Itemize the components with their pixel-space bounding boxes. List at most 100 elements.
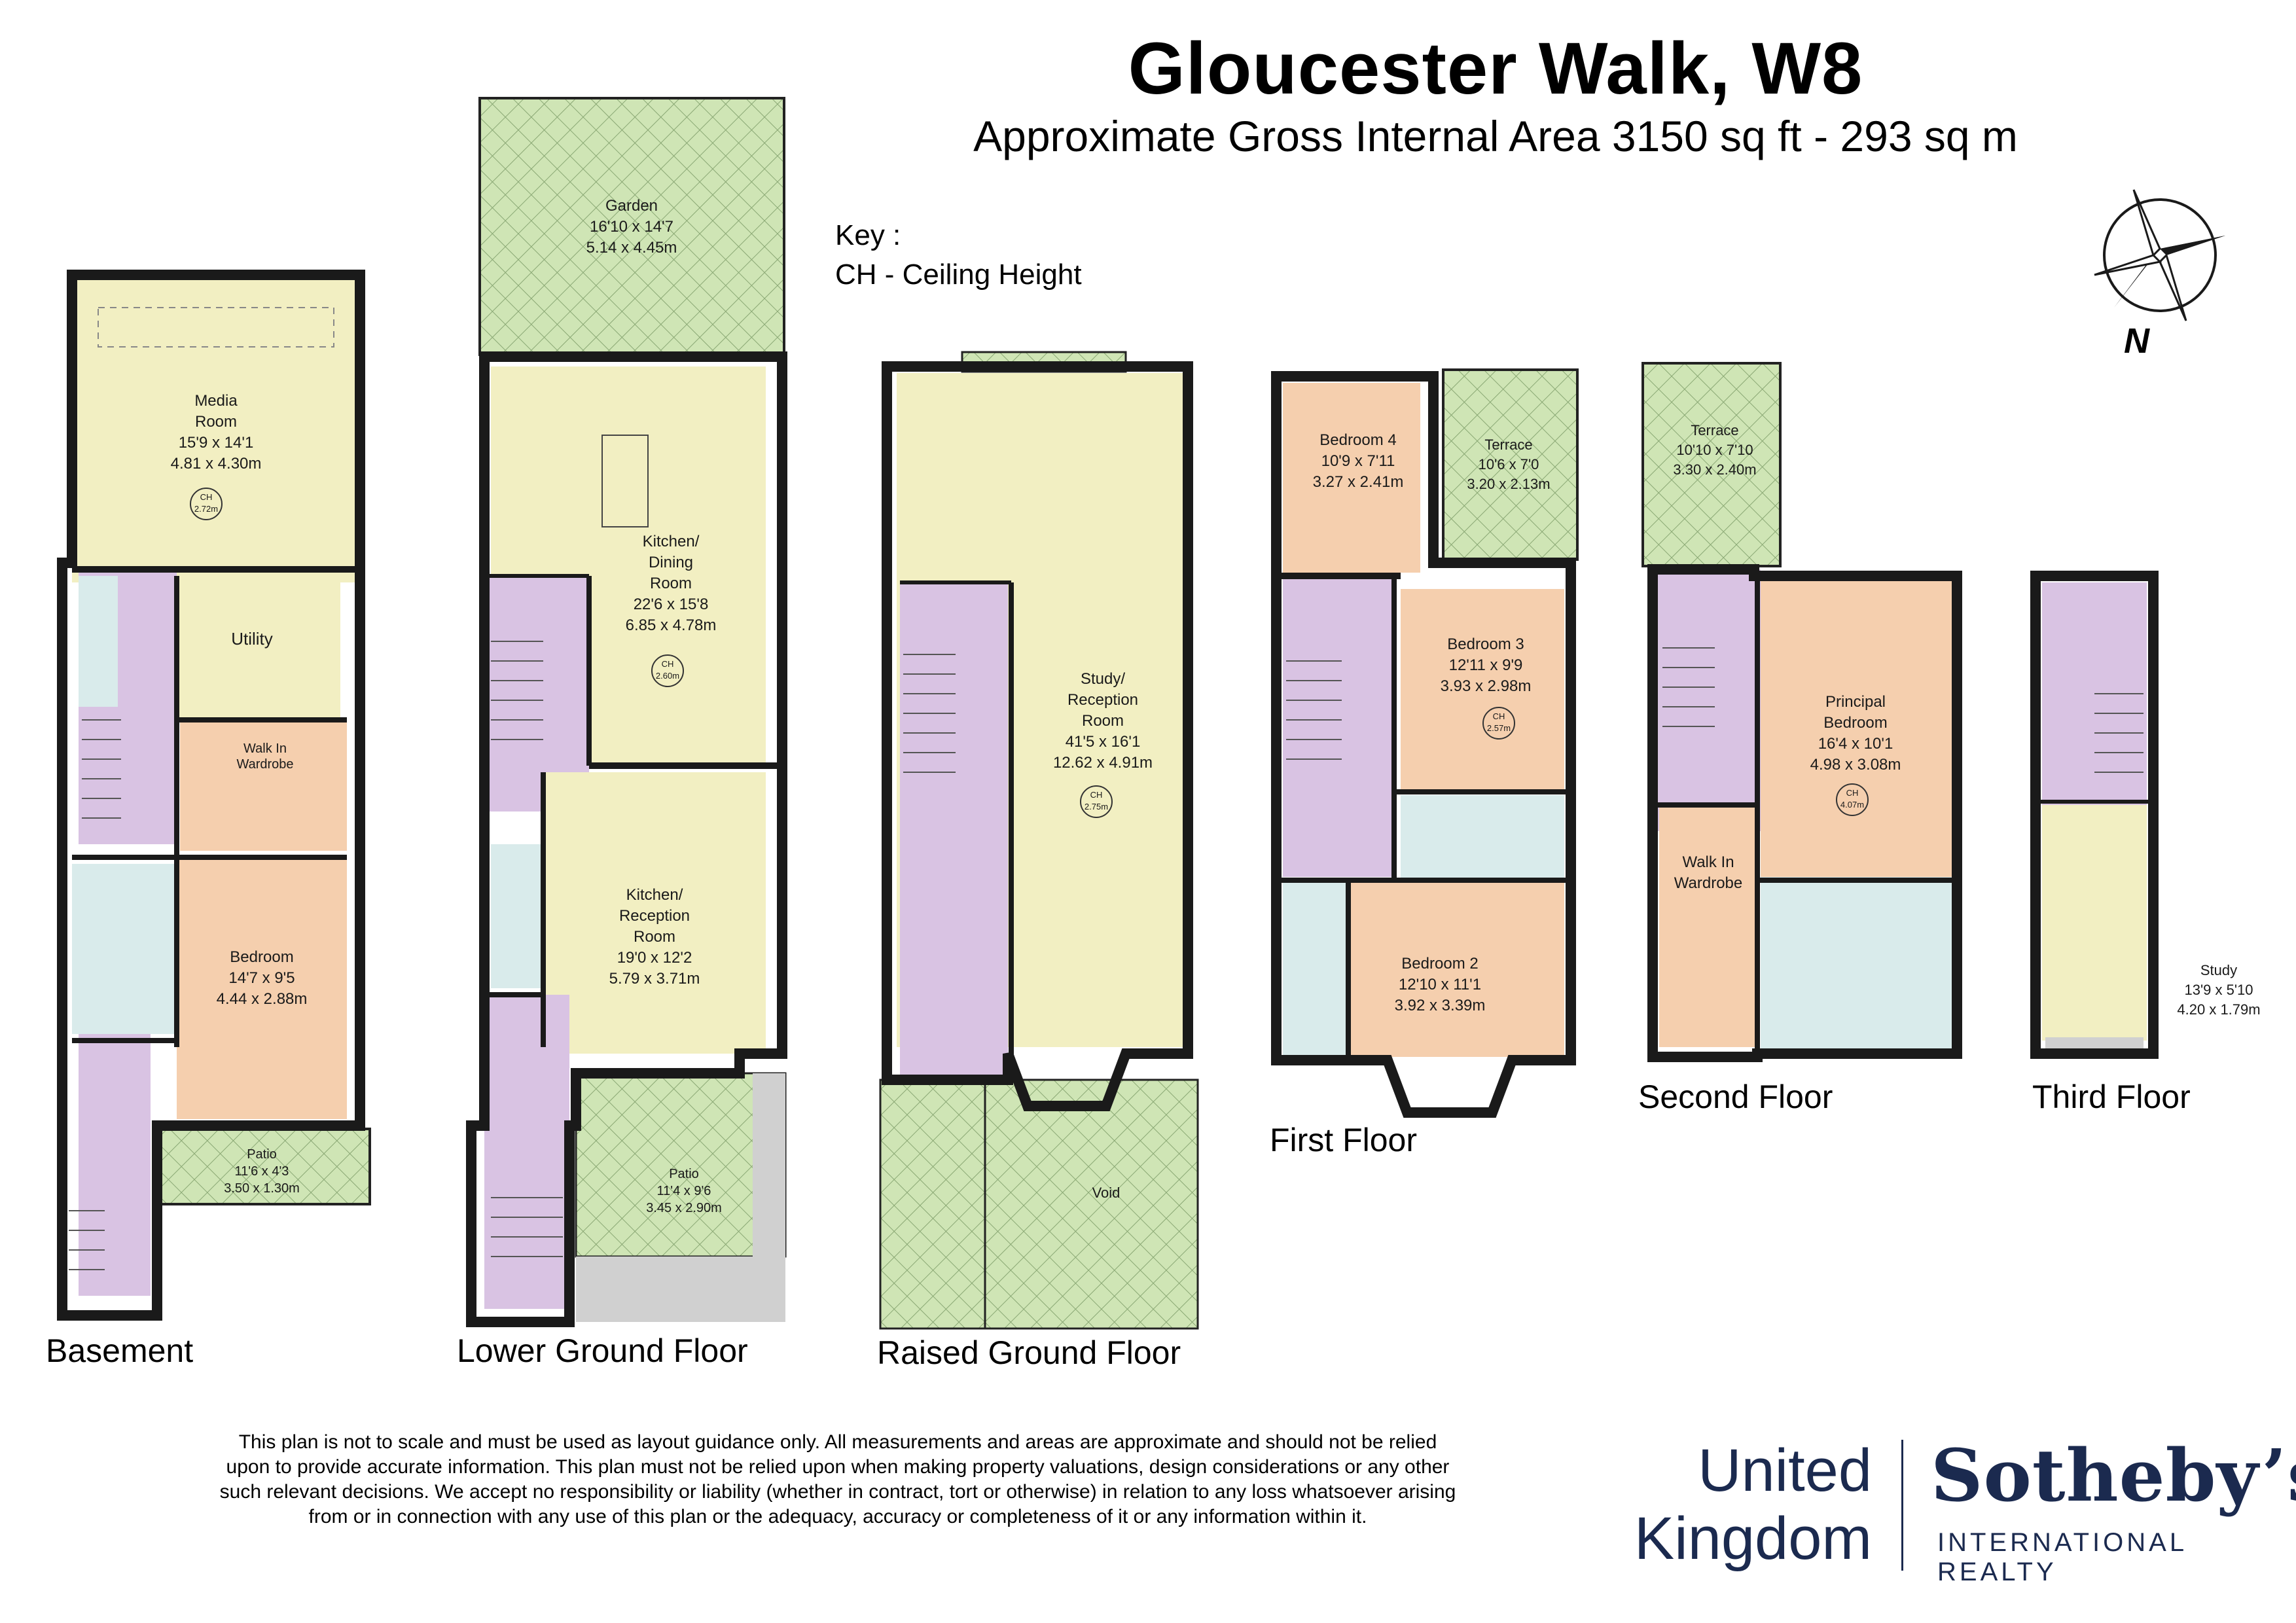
- bedroom-3-name: Bedroom 3: [1447, 635, 1524, 653]
- study-reception-imperial: 41'5 x 16'1: [1066, 733, 1141, 751]
- terrace-first-imperial: 10'6 x 7'0: [1479, 456, 1539, 473]
- patio-b-imperial: 11'6 x 4'3: [235, 1164, 289, 1179]
- media-ch-value: 2.72m: [194, 504, 218, 514]
- basement-bathroom-area: [72, 864, 177, 1034]
- bedroom-2-metric: 3.92 x 3.39m: [1395, 997, 1486, 1014]
- basement-bedroom-area: [177, 857, 347, 1119]
- garden-imperial: 16'10 x 14'7: [590, 218, 673, 236]
- brand-logo-name: Sotheby’s: [1931, 1433, 2296, 1518]
- compass-rose: [2094, 189, 2225, 321]
- principal-bedroom-name: Principal: [1825, 693, 1886, 711]
- floor-label-lower-ground: Lower Ground Floor: [457, 1332, 748, 1369]
- second-hall-area: [1656, 569, 1761, 831]
- study-reception-name-2: Reception: [1067, 691, 1138, 709]
- study-third-metric: 4.20 x 1.79m: [2177, 1001, 2260, 1018]
- kitchen-reception-name-2: Reception: [619, 907, 690, 925]
- principal-bedroom-metric: 4.98 x 3.08m: [1810, 756, 1901, 774]
- bedroom-4-metric: 3.27 x 2.41m: [1313, 473, 1404, 491]
- study-third-imperial: 13'9 x 5'10: [2184, 982, 2253, 998]
- study-reception-name: Study/: [1081, 670, 1125, 688]
- media-room-metric: 4.81 x 4.30m: [171, 455, 262, 473]
- study-reception-metric: 12.62 x 4.91m: [1053, 754, 1153, 772]
- compass-north-label: N: [2124, 321, 2149, 361]
- walk-in-wardrobe-2-name: Walk In: [1682, 853, 1734, 871]
- kitchen-dining-ch-prefix: CH: [662, 659, 674, 669]
- terrace-second-name: Terrace: [1691, 422, 1738, 438]
- bedroom-2-name: Bedroom 2: [1401, 955, 1478, 972]
- bedroom-4-area: [1283, 383, 1420, 573]
- floor-label-second: Second Floor: [1638, 1079, 1833, 1115]
- principal-bedroom-area: [1761, 579, 1954, 877]
- second-floor-plan: [1641, 362, 1962, 1062]
- bedroom-3-imperial: 12'11 x 9'9: [1449, 656, 1523, 674]
- kitchen-dining-ch-value: 2.60m: [656, 671, 679, 681]
- page-title: Gloucester Walk, W8: [1128, 27, 1863, 109]
- media-room-imperial: 15'9 x 14'1: [179, 434, 254, 452]
- kitchen-reception-area: [543, 772, 766, 1054]
- brand-tagline: INTERNATIONAL REALTY: [1937, 1528, 2187, 1586]
- kitchen-dining-imperial: 22'6 x 15'8: [634, 596, 709, 613]
- bedroom-4-imperial: 10'9 x 7'11: [1321, 452, 1395, 470]
- study-reception-ch-value: 2.75m: [1085, 802, 1108, 812]
- principal-bathroom-area: [1761, 877, 1954, 1054]
- first-bathroom-area: [1401, 795, 1564, 893]
- gross-area-subtitle: Approximate Gross Internal Area 3150 sq …: [973, 112, 2018, 160]
- principal-bedroom-name-2: Bedroom: [1823, 714, 1887, 732]
- kitchen-dining-name-2: Dining: [649, 554, 693, 571]
- key-item-ceiling-height: CH - Ceiling Height: [835, 259, 1082, 291]
- media-room-area: [72, 275, 360, 582]
- principal-ch-prefix: CH: [1846, 788, 1859, 798]
- third-study-area: [2042, 805, 2147, 1041]
- first-floor-plan: [1271, 368, 1579, 1118]
- patio-b-name: Patio: [247, 1147, 277, 1162]
- bedroom-2-imperial: 12'10 x 11'1: [1399, 976, 1481, 993]
- brand-region-line-2: Kingdom: [1634, 1505, 1872, 1572]
- garden-area: [478, 97, 785, 356]
- lower-ground-plan: [466, 97, 787, 1327]
- walk-in-wardrobe-b-name: Walk In: [243, 741, 287, 756]
- key-legend: Key : CH - Ceiling Height: [835, 216, 1082, 294]
- disclaimer-text: This plan is not to scale and must be us…: [219, 1431, 1456, 1527]
- key-title: Key :: [835, 219, 901, 251]
- study-reception-ch-prefix: CH: [1090, 790, 1103, 800]
- floor-label-basement: Basement: [46, 1332, 194, 1369]
- kitchen-reception-imperial: 19'0 x 12'2: [617, 949, 692, 967]
- raised-ground-plan: [879, 351, 1199, 1330]
- patio-lg-name: Patio: [669, 1167, 699, 1181]
- walk-in-wardrobe-b-name-2: Wardrobe: [236, 757, 293, 772]
- principal-bedroom-imperial: 16'4 x 10'1: [1818, 735, 1893, 753]
- brand-region: United Kingdom: [1623, 1436, 1872, 1573]
- bedroom-b-metric: 4.44 x 2.88m: [217, 990, 308, 1008]
- kitchen-dining-name-3: Room: [650, 575, 692, 592]
- bedroom-3-metric: 3.93 x 2.98m: [1441, 677, 1532, 695]
- media-room-name-2: Room: [195, 413, 237, 431]
- raised-hall-area: [900, 582, 1008, 1093]
- kitchen-reception-name-3: Room: [634, 928, 675, 946]
- kitchen-reception-metric: 5.79 x 3.71m: [609, 970, 700, 988]
- second-walk-in-wardrobe-area: [1659, 805, 1757, 1047]
- terrace-second-imperial: 10'10 x 7'10: [1676, 442, 1753, 458]
- floor-label-first: First Floor: [1270, 1122, 1417, 1158]
- third-floor-plan: [2030, 571, 2159, 1059]
- media-room-name: Media: [194, 392, 238, 410]
- kitchen-reception-name: Kitchen/: [626, 886, 683, 904]
- bedroom-4-name: Bedroom 4: [1319, 431, 1396, 449]
- bedroom-b-name: Bedroom: [230, 948, 293, 966]
- bedroom-2-area: [1348, 880, 1564, 1057]
- bedroom-3-ch-prefix: CH: [1493, 711, 1505, 721]
- study-reception-name-3: Room: [1082, 712, 1124, 730]
- patio-lg-imperial: 11'4 x 9'6: [657, 1184, 711, 1198]
- walk-in-wardrobe-2-name-2: Wardrobe: [1674, 874, 1742, 892]
- kitchen-dining-metric: 6.85 x 4.78m: [626, 616, 717, 634]
- terrace-first-area: [1442, 368, 1579, 561]
- brand-divider: [1901, 1440, 1903, 1571]
- utility-area: [177, 576, 340, 720]
- basement-plan: [57, 270, 371, 1321]
- walk-in-wardrobe-area: [180, 720, 347, 851]
- first-hall-area: [1283, 579, 1394, 877]
- media-ch-prefix: CH: [200, 492, 213, 502]
- terrace-second-metric: 3.30 x 2.40m: [1673, 461, 1756, 478]
- principal-ch-value: 4.07m: [1840, 800, 1864, 810]
- study-third-name: Study: [2200, 962, 2237, 978]
- bedroom-3-ch-value: 2.57m: [1487, 723, 1511, 733]
